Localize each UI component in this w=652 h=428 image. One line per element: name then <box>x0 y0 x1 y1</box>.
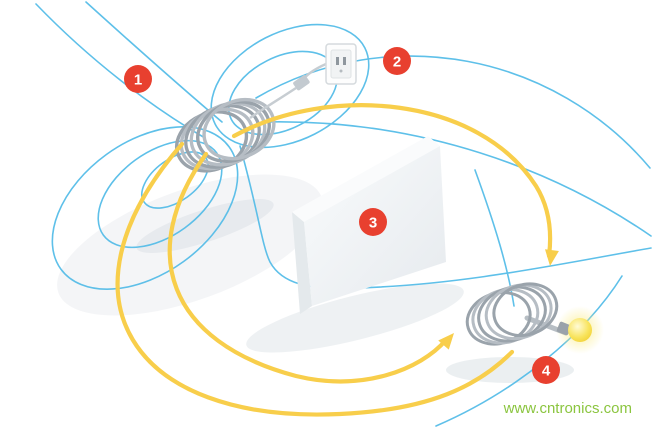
badge-4-number: 4 <box>542 363 551 380</box>
badge-1-circle <box>124 65 152 93</box>
watermark: www.cntronics.com <box>503 400 632 417</box>
energy-line-outer <box>115 141 515 417</box>
energy-line-top <box>231 103 553 259</box>
badge-3: 3 <box>359 208 387 236</box>
arrowhead-to-receiver-top <box>545 249 559 266</box>
block-shadow <box>246 283 464 353</box>
block-top-face <box>292 136 440 222</box>
step-badges: 1 2 3 4 <box>124 47 560 384</box>
badge-1: 1 <box>124 65 152 93</box>
badge-4: 4 <box>532 356 560 384</box>
bulb-base <box>556 321 571 336</box>
power-cord <box>249 86 297 120</box>
field-line-topleft-b <box>35 3 206 139</box>
outlet-slot <box>343 57 346 65</box>
block-left-face <box>292 212 312 314</box>
badge-2-number: 2 <box>393 54 401 71</box>
badge-3-number: 3 <box>369 215 377 232</box>
badge-2: 2 <box>383 47 411 75</box>
power-connection <box>249 43 357 120</box>
transmitter-coil-ring <box>202 97 276 161</box>
energy-flow-lines <box>115 103 553 417</box>
outlet-socket <box>330 49 352 79</box>
field-line-top-arc <box>255 55 651 169</box>
badge-1-number: 1 <box>134 72 142 89</box>
wall-outlet <box>325 43 357 85</box>
field-loop-large <box>51 126 239 290</box>
energy-line-middle <box>167 151 449 384</box>
receiver-coil-ring <box>484 283 553 341</box>
badge-4-circle <box>532 356 560 384</box>
arrowhead-to-receiver-left <box>438 333 454 350</box>
badge-3-circle <box>359 208 387 236</box>
light-bulb <box>568 318 592 342</box>
energy-arrowheads <box>438 249 559 350</box>
receiver-assembly <box>465 282 604 354</box>
transmitter-coil <box>175 97 276 173</box>
power-plug <box>293 75 310 91</box>
field-line-to-receiver <box>474 169 515 307</box>
outlet-slot <box>336 57 339 65</box>
badge-2-circle <box>383 47 411 75</box>
field-loop-medium <box>97 139 223 249</box>
field-line-mid-arc <box>261 121 652 237</box>
field-loop-outlet-large <box>210 23 370 149</box>
receiver-coil <box>465 282 559 346</box>
receiver-coil-ring <box>492 282 559 337</box>
outlet-screw <box>339 69 343 73</box>
field-line-topleft-a <box>85 1 223 123</box>
